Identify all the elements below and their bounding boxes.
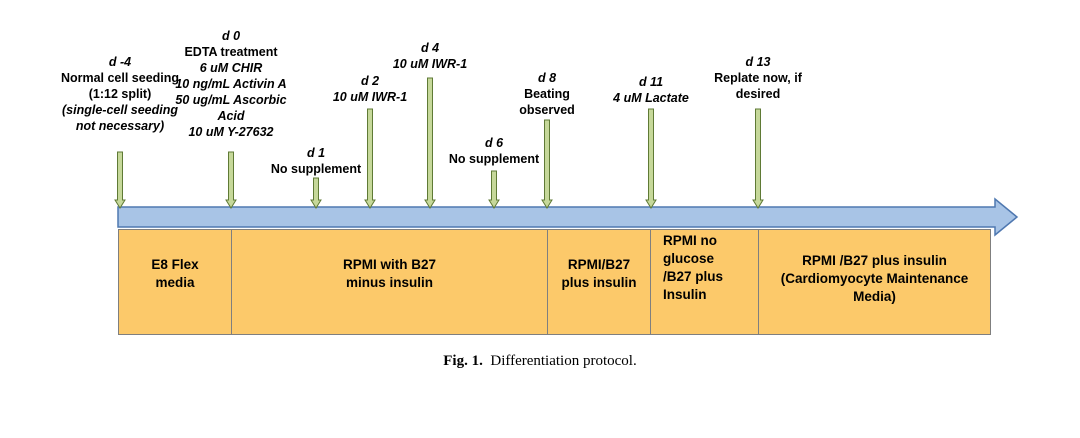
figure-caption: Fig. 1. Differentiation protocol. (0, 353, 1080, 370)
event-detail-line: (1:12 split) (88, 87, 152, 101)
media-line: /B27 plus (663, 269, 724, 284)
event-label-8: d 11 4 uM Lactate (613, 74, 689, 106)
media-label: RPMI with B27 minus insulin (343, 256, 436, 292)
media-line: E8 Flex (151, 257, 199, 272)
event-detail-line: 6 uM CHIR (199, 61, 263, 75)
event-day: d -4 (108, 55, 132, 69)
event-detail-line: 10 uM IWR-1 (392, 57, 468, 71)
event-detail-line: Beating (524, 87, 570, 101)
event-day: d 2 (360, 74, 380, 88)
event-arrow-3 (310, 177, 322, 209)
event-detail-line: EDTA treatment (184, 45, 278, 59)
event-detail-line: 10 uM Y-27632 (188, 125, 274, 139)
media-box-2: RPMI with B27 minus insulin (231, 229, 548, 335)
event-detail-line: observed (519, 103, 575, 117)
event-label-1: d -4 Normal cell seeding (1:12 split) (sing… (61, 54, 179, 134)
event-arrow-6 (488, 170, 500, 209)
event-detail-line: Replate now, if (714, 71, 802, 85)
event-arrow-7 (541, 119, 553, 209)
media-label: RPMI/B27 plus insulin (561, 256, 636, 292)
event-label-2: d 0 EDTA treatment 6 uM CHIR 10 ng/mL Activ… (175, 28, 286, 140)
media-line: RPMI/B27 (567, 257, 631, 272)
event-arrow-9 (752, 108, 764, 209)
event-day: d 0 (221, 29, 241, 43)
event-detail-line: 50 ug/mL Ascorbic (175, 93, 287, 107)
media-line: plus insulin (561, 275, 637, 290)
event-label-9: d 13 Replate now, if desired (714, 54, 802, 102)
event-label-5: d 4 10 uM IWR-1 (393, 40, 467, 72)
media-label: RPMI /B27 plus insulin (Cardiomyocyte Mai… (781, 252, 969, 306)
media-line: (Cardiomyocyte Maintenance (780, 271, 969, 286)
media-line: RPMI with B27 (342, 257, 436, 272)
caption-text: Differentiation protocol. (490, 353, 637, 369)
caption-label: Fig. 1. (443, 353, 483, 369)
media-box-3: RPMI/B27 plus insulin (547, 229, 651, 335)
event-arrow-8 (645, 108, 657, 209)
media-box-5: RPMI /B27 plus insulin (Cardiomyocyte Mai… (758, 229, 991, 335)
media-label: E8 Flex media (151, 256, 198, 292)
event-arrow-5 (424, 77, 436, 209)
event-detail-line: 10 uM IWR-1 (332, 90, 408, 104)
event-label-6: d 6 No supplement (449, 135, 539, 167)
event-arrow-2 (225, 151, 237, 209)
event-day: d 4 (420, 41, 440, 55)
timeline-arrow (117, 197, 1019, 237)
media-box-1: E8 Flex media (118, 229, 232, 335)
event-detail-line: (single-cell seeding (61, 103, 179, 117)
event-detail-line: No supplement (270, 162, 362, 176)
media-line: Insulin (663, 287, 707, 302)
event-detail-line: No supplement (448, 152, 540, 166)
event-day: d 1 (306, 146, 326, 160)
event-day: d 11 (638, 75, 664, 89)
event-day: d 8 (537, 71, 557, 85)
event-detail-line: desired (735, 87, 781, 101)
event-arrow-4 (364, 108, 376, 209)
event-arrow-1 (114, 151, 126, 209)
event-day: d 13 (745, 55, 771, 69)
media-line: RPMI /B27 plus insulin (802, 253, 947, 268)
event-day: d 6 (484, 136, 504, 150)
media-line: glucose (663, 251, 715, 266)
media-line: minus insulin (345, 275, 433, 290)
event-detail-line: 10 ng/mL Activin A (175, 77, 287, 91)
event-label-4: d 2 10 uM IWR-1 (333, 73, 407, 105)
media-line: Media) (853, 289, 896, 304)
event-label-3: d 1 No supplement (271, 145, 361, 177)
media-line: media (155, 275, 195, 290)
media-line: RPMI no (663, 233, 717, 248)
event-detail-line: 4 uM Lactate (613, 91, 689, 105)
event-detail-line: Acid (217, 109, 245, 123)
event-label-7: d 8 Beating observed (519, 70, 575, 118)
event-detail-line: Normal cell seeding (60, 71, 180, 85)
event-detail-line: not necessary) (75, 119, 165, 133)
